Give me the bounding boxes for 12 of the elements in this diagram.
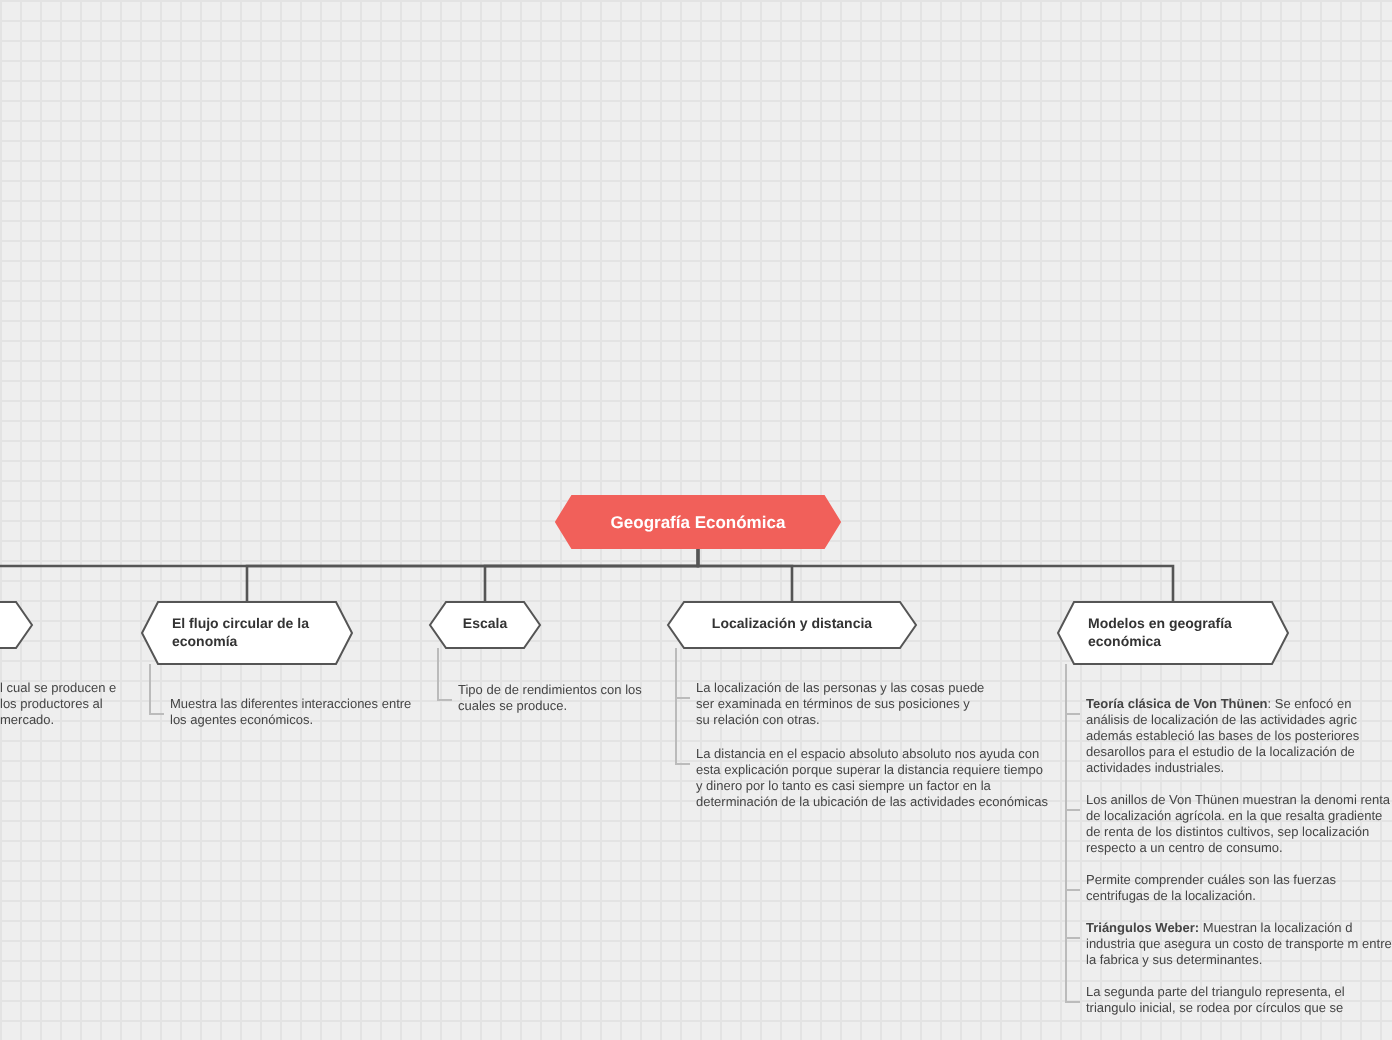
topic-hexagon <box>0 601 34 649</box>
leader-line <box>675 647 691 765</box>
leader-line <box>437 647 453 701</box>
topic-hexagon <box>1056 601 1290 665</box>
topic-hexagon <box>428 601 542 649</box>
branch-connector <box>696 548 1175 602</box>
topic-hexagon <box>666 601 918 649</box>
leader-line <box>1065 663 1081 1003</box>
central-topic-hexagon <box>554 495 842 549</box>
topic-label: Geografía Económica <box>610 513 786 531</box>
leader-line <box>149 663 165 715</box>
topic-hexagon <box>140 601 354 665</box>
